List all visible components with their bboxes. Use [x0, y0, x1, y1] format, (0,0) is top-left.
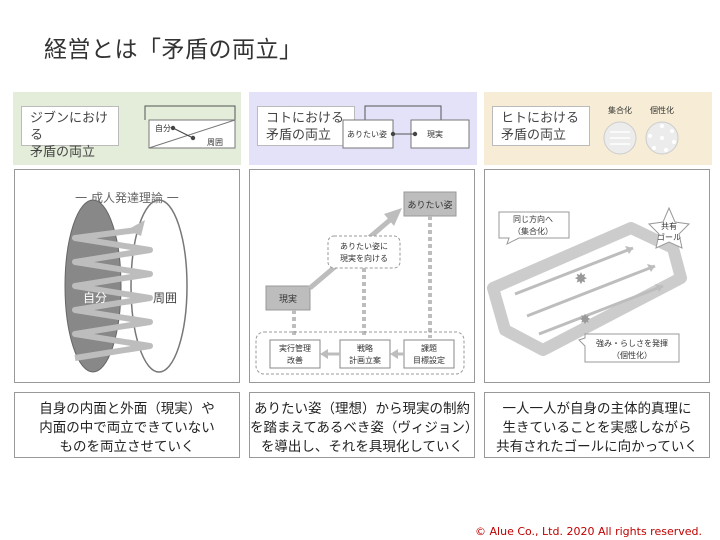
- header-label-self: ジブンにおける 矛盾の両立: [21, 106, 119, 160]
- vision-diagram: ありたい姿 現実 ありたい姿に 現実を向ける 実行管理 改善 戦略 計画立案 課…: [255, 191, 465, 375]
- strength-line: 強み・らしさを発揮: [596, 338, 668, 348]
- step-line: 実行管理: [279, 343, 311, 353]
- caption-thing: ありたい姿（理想）から現実の制約 を踏まえてあるべき姿（ヴィジョン） を導出し、…: [249, 392, 479, 458]
- self-label: 自分: [83, 291, 107, 305]
- direction-arrow-shape: [487, 222, 687, 356]
- individual-label: 個性化: [650, 105, 674, 115]
- callout-line: ありたい姿に: [340, 241, 388, 251]
- spiral-diagram: 一 成人発達理論 一 自分 周囲: [64, 190, 188, 373]
- caption-line: を踏まえてあるべき姿（ヴィジョン）: [250, 420, 479, 436]
- goal-line: ゴール: [657, 232, 681, 242]
- same-direction-line: （集合化）: [513, 226, 553, 236]
- step-line: 戦略: [357, 343, 373, 353]
- header-ideal-label: ありたい姿: [347, 129, 387, 139]
- ideal-box-label: ありたい姿: [407, 199, 452, 211]
- reality-box-label: 現実: [279, 293, 297, 305]
- caption-line: 共有されたゴールに向かっていく: [496, 439, 698, 455]
- header-line-2: 矛盾の両立: [501, 128, 567, 143]
- header-diagram-self: 自分 周囲: [144, 105, 236, 149]
- surround-label: 周囲: [153, 291, 177, 305]
- caption-line: 自身の内面と外面（現実）や: [39, 401, 215, 417]
- goal-line: 共有: [661, 221, 677, 231]
- header-diagram-thing: ありたい姿 現実: [342, 105, 470, 149]
- page-title: 経営とは「矛盾の両立」: [44, 37, 303, 63]
- header-band-people: ヒトにおける 矛盾の両立 集合化 個性化: [484, 92, 712, 165]
- header-line-1: コトにおける: [266, 111, 345, 126]
- callout-same-direction: [498, 211, 570, 245]
- goal-diagram: ✸ ✸ 同じ方向へ （集合化） 共有 ゴール 強み・らしさを発揮 （個性化）: [487, 206, 691, 363]
- step-line: 改善: [287, 355, 303, 365]
- caption-line: 内面の中で両立できていない: [39, 420, 215, 436]
- header-label-people: ヒトにおける 矛盾の両立: [492, 106, 590, 146]
- header-self-label: 自分: [155, 123, 171, 133]
- step-line: 計画立案: [349, 355, 381, 365]
- caption-line: 生きていることを実感しながら: [502, 420, 692, 436]
- goal-star: [647, 206, 691, 249]
- caption-line: ものを両立させていく: [59, 439, 195, 455]
- burst-icon: ✸: [579, 312, 591, 328]
- header-band-thing: コトにおける 矛盾の両立 ありたい姿 現実: [249, 92, 477, 165]
- header-line-1: ヒトにおける: [501, 111, 580, 126]
- caption-line: ありたい姿（理想）から現実の制約: [254, 401, 470, 417]
- same-direction-line: 同じ方向へ: [513, 214, 553, 224]
- caption-people: 一人一人が自身の主体的真理に 生きていることを実感しながら 共有されたゴールに向…: [484, 392, 710, 458]
- burst-icon: ✸: [574, 269, 587, 288]
- vision-arrow-head: [384, 208, 402, 226]
- header-line-1: ジブンにおける: [30, 111, 109, 143]
- callout-strength: [578, 333, 680, 363]
- step-line: 目標設定: [413, 355, 445, 365]
- header-line-2: 矛盾の両立: [266, 128, 332, 143]
- caption-line: を導出し、それを具現化していく: [260, 439, 464, 455]
- header-band-self: ジブンにおける 矛盾の両立 自分 周囲: [13, 92, 241, 165]
- callout-line: 現実を向ける: [340, 253, 388, 263]
- panel-people: ✸ ✸ 同じ方向へ （集合化） 共有 ゴール 強み・らしさを発揮 （個性化）: [484, 169, 710, 383]
- growth-spiral: [72, 227, 153, 361]
- caption-line: 一人一人が自身の主体的真理に: [502, 401, 692, 417]
- header-line-2: 矛盾の両立: [30, 145, 96, 160]
- strength-line: （個性化）: [612, 350, 652, 360]
- header-surround-label: 周囲: [207, 138, 223, 147]
- step-line: 課題: [421, 343, 437, 353]
- collective-label: 集合化: [608, 105, 632, 115]
- header-label-thing: コトにおける 矛盾の両立: [257, 106, 355, 146]
- header-reality-label: 現実: [427, 129, 443, 139]
- caption-self: 自身の内面と外面（現実）や 内面の中で両立できていない ものを両立させていく: [14, 392, 240, 458]
- spiral-arrow-head: [127, 220, 145, 236]
- panel-self: 一 成人発達理論 一 自分 周囲: [14, 169, 240, 383]
- panel-thing: ありたい姿 現実 ありたい姿に 現実を向ける 実行管理 改善 戦略 計画立案 課…: [249, 169, 475, 383]
- copyright-footer: © Alue Co., Ltd. 2020 All rights reserve…: [475, 525, 702, 538]
- header-diagram-people: 集合化 個性化: [603, 105, 679, 155]
